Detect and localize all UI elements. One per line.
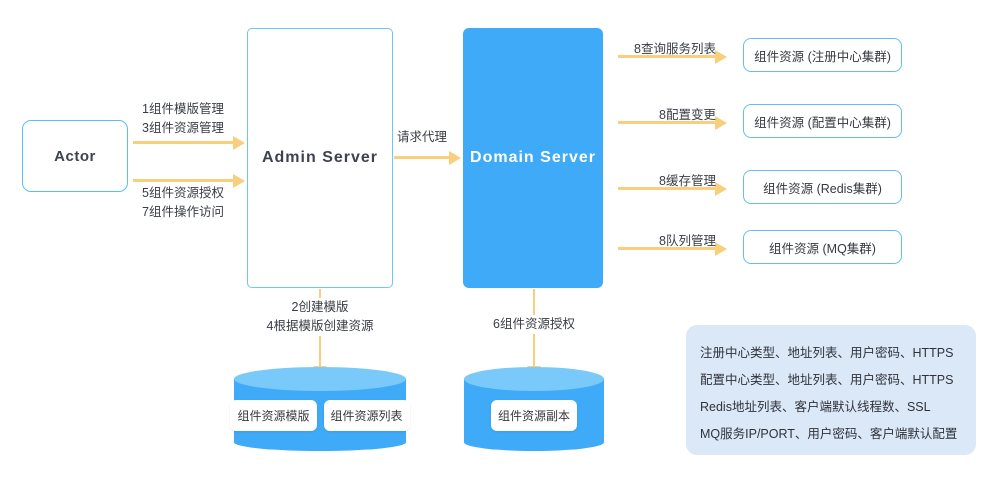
edge-label-domain-to-queue: 8队列管理 <box>659 234 716 248</box>
database-domain-chips: 组件资源副本 <box>464 400 604 431</box>
database-chip-resource-replica[interactable]: 组件资源副本 <box>490 400 577 431</box>
database-chip-template[interactable]: 组件资源模版 <box>230 400 317 431</box>
arrow-domain-to-cache <box>618 187 716 190</box>
arrow-domain-to-queue <box>618 247 716 250</box>
cylinder-top-ellipse <box>234 367 406 391</box>
info-panel-line-1: 注册中心类型、地址列表、用户密码、HTTPS <box>700 346 954 360</box>
resource-box-label: 组件资源 (Redis集群) <box>763 181 882 196</box>
edge-label-domain-to-cache: 8缓存管理 <box>659 174 716 188</box>
resource-box-registry-cluster[interactable]: 组件资源 (注册中心集群) <box>743 38 902 72</box>
database-admin-chips: 组件资源模版 组件资源列表 <box>230 400 410 431</box>
node-admin-server[interactable]: Admin Server <box>247 28 393 288</box>
info-panel-line-4: MQ服务IP/PORT、用户密码、客户端默认配置 <box>700 427 958 441</box>
edge-label-line-1: 5组件资源授权 <box>142 186 224 200</box>
database-chip-resource-list[interactable]: 组件资源列表 <box>323 400 410 431</box>
database-domain-resources[interactable]: 组件资源副本 <box>464 367 604 457</box>
node-domain-server-label: Domain Server <box>470 149 596 166</box>
edge-label-line-1: 2创建模版 <box>291 300 349 314</box>
edge-label-admin-to-domain: 请求代理 <box>396 130 448 144</box>
node-actor-label: Actor <box>54 147 96 165</box>
edge-label-actor-to-admin-bottom: 5组件资源授权 7组件操作访问 <box>142 184 224 222</box>
edge-label-line-2: 7组件操作访问 <box>142 205 224 219</box>
node-actor[interactable]: Actor <box>22 120 128 192</box>
arrow-admin-to-domain <box>394 156 450 159</box>
node-admin-server-label: Admin Server <box>261 149 379 166</box>
info-panel-line-2: 配置中心类型、地址列表、用户密码、HTTPS <box>700 373 954 387</box>
edge-label-line-2: 4根据模版创建资源 <box>266 319 374 333</box>
resource-box-redis-cluster[interactable]: 组件资源 (Redis集群) <box>743 170 902 204</box>
resource-box-label: 组件资源 (注册中心集群) <box>754 49 891 64</box>
node-domain-server[interactable]: Domain Server <box>463 28 603 288</box>
edge-label-admin-to-database: 2创建模版 4根据模版创建资源 <box>264 298 376 336</box>
cylinder-top-ellipse <box>464 367 604 391</box>
arrow-actor-to-admin-bottom <box>133 179 234 182</box>
arrow-domain-to-registry <box>618 55 716 58</box>
resource-box-label: 组件资源 (MQ集群) <box>769 241 876 256</box>
resource-box-mq-cluster[interactable]: 组件资源 (MQ集群) <box>743 230 902 264</box>
arrow-actor-to-admin-top <box>133 141 234 144</box>
edge-label-domain-to-config: 8配置变更 <box>659 108 716 122</box>
info-panel-line-3: Redis地址列表、客户端默认线程数、SSL <box>700 400 931 414</box>
edge-label-line-2: 3组件资源管理 <box>142 121 224 135</box>
database-admin-resources[interactable]: 组件资源模版 组件资源列表 <box>230 367 410 457</box>
edge-label-line-1: 1组件模版管理 <box>142 102 224 116</box>
edge-label-domain-to-registry: 8查询服务列表 <box>634 42 716 56</box>
edge-label-domain-to-database: 6组件资源授权 <box>491 315 577 334</box>
resource-box-config-cluster[interactable]: 组件资源 (配置中心集群) <box>743 104 902 138</box>
edge-label-actor-to-admin-top: 1组件模版管理 3组件资源管理 <box>142 100 224 138</box>
resource-box-label: 组件资源 (配置中心集群) <box>754 115 891 130</box>
info-panel: 注册中心类型、地址列表、用户密码、HTTPS 配置中心类型、地址列表、用户密码、… <box>686 325 976 455</box>
arrow-domain-to-config <box>618 121 716 124</box>
